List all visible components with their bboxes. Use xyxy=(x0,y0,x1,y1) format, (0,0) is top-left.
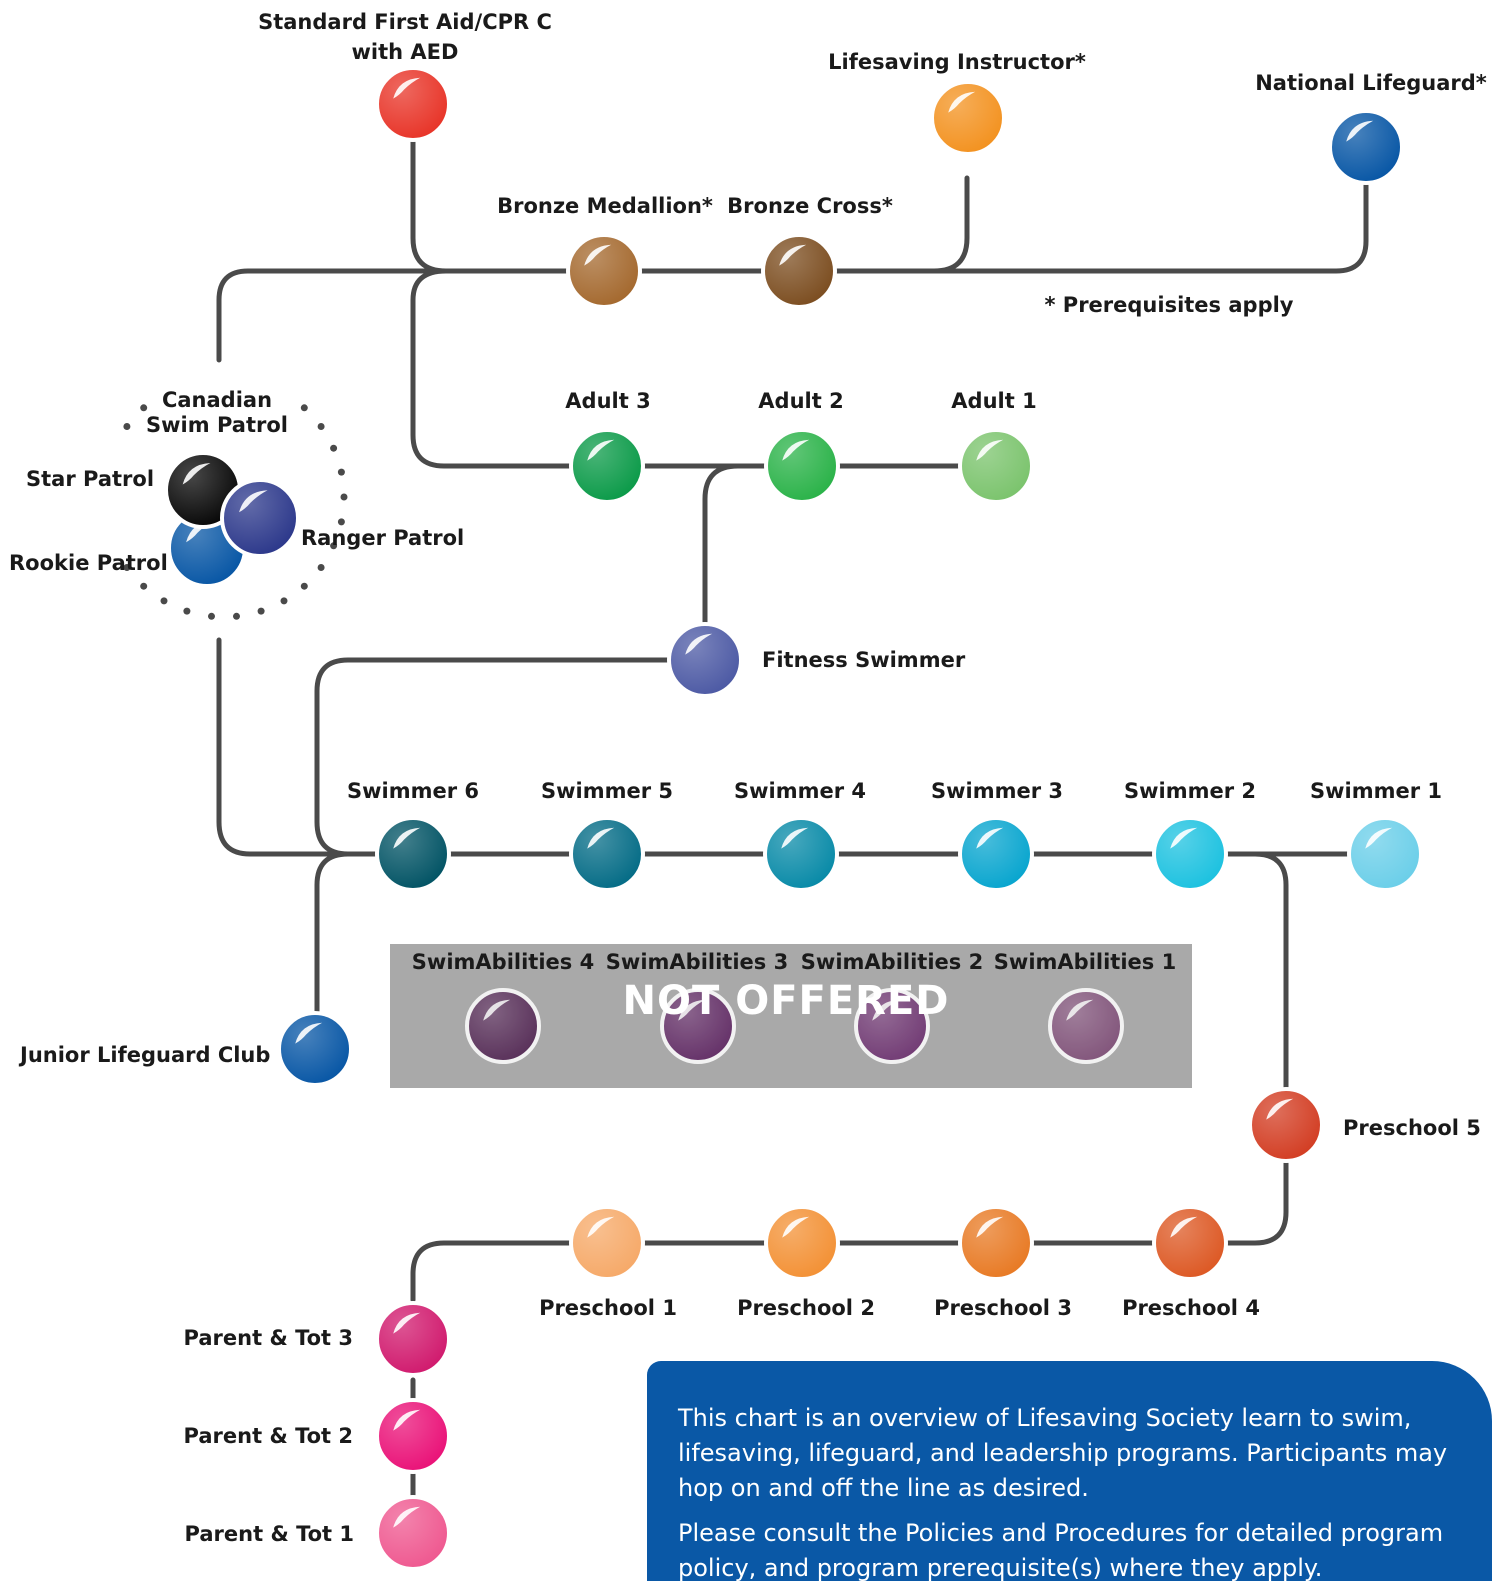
label-first-aid: Standard First Aid/CPR C with AED xyxy=(258,10,552,64)
preschool-5-ball xyxy=(1248,1087,1324,1163)
adult-line xyxy=(410,268,963,469)
label-preschool-2: Preschool 2 xyxy=(737,1296,875,1320)
patrol-dot xyxy=(330,542,338,550)
preschool-4-ball xyxy=(1152,1205,1228,1281)
label-preschool-4: Preschool 4 xyxy=(1122,1296,1260,1320)
label-swimmer-6: Swimmer 6 xyxy=(346,779,480,803)
preschool-2-ball xyxy=(764,1205,840,1281)
patrol-dot xyxy=(337,468,345,476)
patrol-dot xyxy=(317,564,325,571)
parent-tot-3-ball xyxy=(375,1301,451,1377)
label-bronze-medallion: Bronze Medallion* xyxy=(497,194,713,218)
label-swimmer-1: Swimmer 1 xyxy=(1309,779,1443,803)
preschool-line xyxy=(410,1157,1289,1303)
patrol-dot xyxy=(160,597,168,605)
label-swimabilities-4: SwimAbilities 4 xyxy=(411,950,595,974)
patrol-line xyxy=(216,637,1263,857)
swimmer-2-ball xyxy=(1152,816,1228,892)
info-paragraph-2: Please consult the Policies and Procedur… xyxy=(678,1519,1444,1582)
patrol-dot xyxy=(140,582,148,590)
label-canadian-swim-patrol: Canadian Swim Patrol xyxy=(146,388,288,437)
label-swimabilities-2: SwimAbilities 2 xyxy=(800,950,984,974)
label-adult-1: Adult 1 xyxy=(951,389,1037,413)
connector-lines xyxy=(216,137,1388,1503)
label-prerequisites: * Prerequisites apply xyxy=(1044,293,1294,317)
label-ranger-patrol: Ranger Patrol xyxy=(301,526,465,550)
label-parent-tot-3: Parent & Tot 3 xyxy=(183,1326,353,1350)
info-paragraph-1: This chart is an overview of Lifesaving … xyxy=(678,1404,1448,1502)
patrol-dot xyxy=(317,423,325,430)
fitness-line xyxy=(314,657,671,857)
adult-2-ball xyxy=(764,428,840,504)
parent-tot-1-ball xyxy=(375,1495,451,1571)
bronze-medallion-ball xyxy=(566,233,642,309)
patrol-dot xyxy=(300,582,308,590)
patrol-dot xyxy=(330,444,338,452)
preschool-1-ball xyxy=(569,1205,645,1281)
patrol-dotted-circle xyxy=(123,404,348,620)
label-swimmer-3: Swimmer 3 xyxy=(930,779,1064,803)
bronze-cross-ball xyxy=(761,233,837,309)
patrol-dot xyxy=(280,597,288,605)
label-swimmer-5: Swimmer 5 xyxy=(540,779,674,803)
swimmer-1-ball xyxy=(1347,816,1423,892)
patrol-dot xyxy=(337,518,345,526)
swimmer-5-ball xyxy=(569,816,645,892)
label-bronze-cross: Bronze Cross* xyxy=(727,194,893,218)
patrol-dot xyxy=(140,404,148,412)
label-swimmer-4: Swimmer 4 xyxy=(733,779,867,803)
patrol-dot xyxy=(257,607,265,615)
label-swimmer-2: Swimmer 2 xyxy=(1123,779,1257,803)
patrol-dot xyxy=(123,423,131,430)
label-lifesaving-instructor: Lifesaving Instructor* xyxy=(828,50,1086,74)
label-fitness-swimmer: Fitness Swimmer xyxy=(762,648,966,672)
swimmer-4-ball xyxy=(763,816,839,892)
instructor-branch xyxy=(931,175,970,274)
first-aid-branch xyxy=(410,137,449,274)
junior-branch xyxy=(314,851,351,1015)
preschool-5-branch xyxy=(1252,851,1289,1093)
label-swimabilities-3: SwimAbilities 3 xyxy=(605,950,789,974)
label-parent-tot-2: Parent & Tot 2 xyxy=(183,1424,353,1448)
patrol-dot xyxy=(123,564,131,571)
preschool-3-ball xyxy=(958,1205,1034,1281)
info-box: This chart is an overview of Lifesaving … xyxy=(647,1361,1492,1582)
label-preschool-5: Preschool 5 xyxy=(1343,1116,1481,1140)
label-national-lifeguard: National Lifeguard* xyxy=(1255,71,1487,95)
fitness-swimmer-ball xyxy=(667,622,743,698)
label-star-patrol: Star Patrol xyxy=(26,467,155,491)
swimmer-3-ball xyxy=(958,816,1034,892)
national-lifeguard-ball xyxy=(1328,109,1404,185)
parent-tot-2-ball xyxy=(375,1398,451,1474)
lifesaving-instructor-ball xyxy=(930,80,1006,156)
label-preschool-3: Preschool 3 xyxy=(934,1296,1072,1320)
patrol-dot xyxy=(183,607,191,615)
patrol-dot xyxy=(340,493,348,501)
patrol-dot xyxy=(300,404,308,412)
swimmer-6-ball xyxy=(375,816,451,892)
label-adult-3: Adult 3 xyxy=(565,389,651,413)
fitness-branch xyxy=(702,463,768,628)
junior-lifeguard-club-ball xyxy=(277,1011,353,1087)
adult-3-ball xyxy=(569,428,645,504)
label-junior-lifeguard-club: Junior Lifeguard Club xyxy=(20,1043,271,1067)
ranger-patrol-ball xyxy=(220,478,300,558)
patrol-dot xyxy=(233,612,240,620)
label-preschool-1: Preschool 1 xyxy=(539,1296,677,1320)
program-balls xyxy=(164,66,1423,1571)
label-parent-tot-1: Parent & Tot 1 xyxy=(184,1522,354,1546)
patrol-dot xyxy=(208,612,215,620)
not-offered-text: NOT OFFERED xyxy=(622,978,950,1024)
label-swimabilities-1: SwimAbilities 1 xyxy=(993,950,1177,974)
first-aid-ball xyxy=(375,66,451,142)
label-adult-2: Adult 2 xyxy=(758,389,844,413)
adult-1-ball xyxy=(958,428,1034,504)
label-rookie-patrol: Rookie Patrol xyxy=(9,551,168,575)
